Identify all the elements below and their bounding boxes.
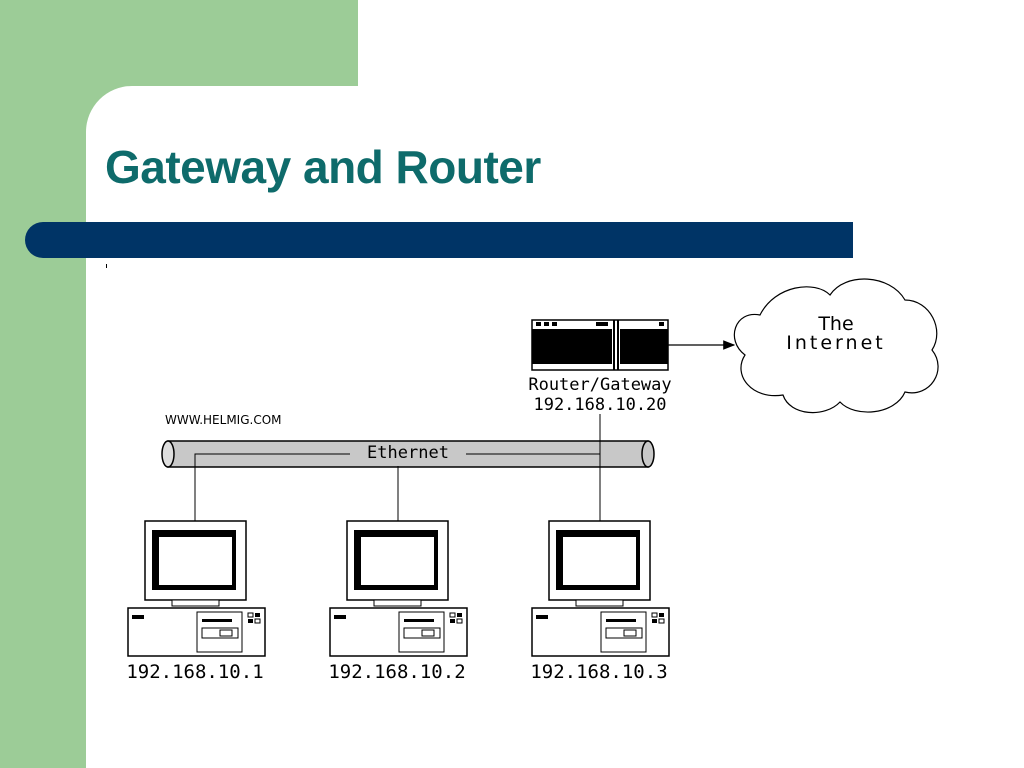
computer-ip-3: 192.168.10.3 — [530, 661, 667, 683]
tick-mark — [106, 264, 107, 268]
router-icon — [531, 319, 669, 371]
computer-icon — [127, 520, 266, 657]
computer-ip-1: 192.168.10.1 — [126, 661, 263, 683]
computer-icon — [531, 520, 670, 657]
cloud-label-the: The — [817, 313, 853, 335]
computer-icon — [329, 520, 468, 657]
internet-cloud-icon — [733, 278, 939, 414]
ethernet-cable — [161, 440, 655, 492]
slide-title: Gateway and Router — [105, 141, 541, 193]
router-ip: 192.168.10.20 — [533, 395, 666, 415]
computer-ip-2: 192.168.10.2 — [328, 661, 465, 683]
title-underline-bar — [25, 222, 853, 258]
router-name: Router/Gateway — [528, 375, 671, 395]
ethernet-label: Ethernet — [367, 443, 449, 463]
cloud-label-internet: Internet — [786, 332, 885, 354]
slide-top-area — [358, 0, 1024, 86]
watermark-text: WWW.HELMIG.COM — [165, 413, 282, 427]
